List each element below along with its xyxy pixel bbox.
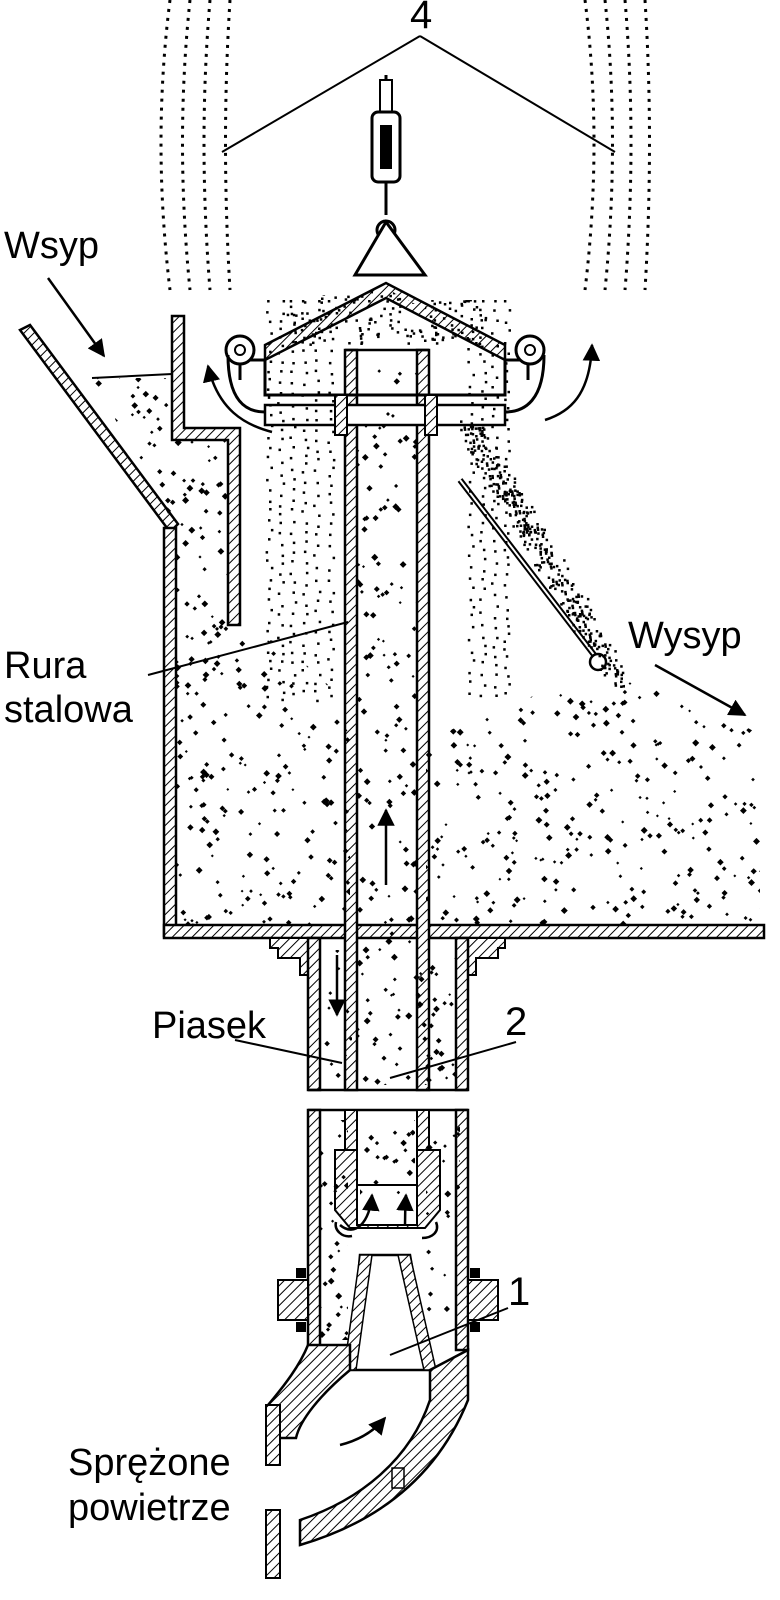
- deflector-cap: [224, 75, 546, 436]
- label-air-line1: Sprężone: [68, 1442, 231, 1484]
- label-outlet: Wysyp: [628, 615, 742, 657]
- outer-casing: [306, 936, 470, 1092]
- sand-cloud-left: [159, 0, 232, 291]
- sand-cloud-right: [583, 0, 651, 291]
- callout-1: 1: [508, 1270, 530, 1314]
- label-sand: Piasek: [152, 1005, 267, 1047]
- callout-4: 4: [410, 0, 432, 37]
- nozzle-body: [277, 1108, 499, 1372]
- leader-lines: [147, 35, 616, 1356]
- label-inlet: Wsyp: [4, 225, 99, 267]
- steel-pipe: [343, 348, 431, 1092]
- falling-sand: [265, 290, 625, 703]
- flow-arrows: [46, 277, 747, 1240]
- callout-2: 2: [505, 1000, 527, 1044]
- label-steel-pipe-line1: Rura: [4, 645, 87, 687]
- outlet-plate: [457, 478, 608, 672]
- label-steel-pipe-line2: stalowa: [4, 689, 134, 731]
- hopper: [18, 314, 766, 976]
- label-air-line2: powietrze: [68, 1487, 231, 1529]
- air-elbow: [265, 1343, 470, 1579]
